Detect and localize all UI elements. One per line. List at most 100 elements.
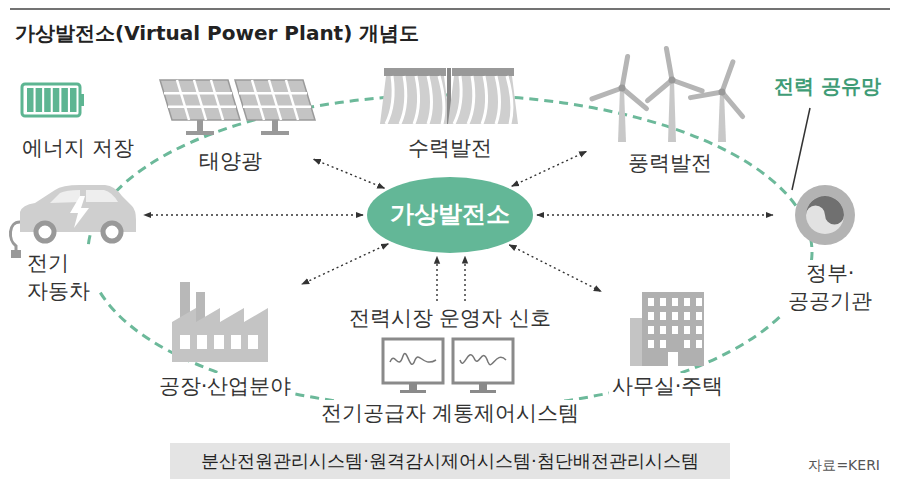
dotted-connector <box>509 245 601 291</box>
node-label: 정부· 공공기관 <box>781 260 879 315</box>
virtual-power-plant-ellipse: 가상발전소 <box>367 177 533 253</box>
dotted-connector <box>144 214 363 215</box>
wind-turbine-icon-part <box>691 92 723 98</box>
government-emblem-part <box>795 185 855 245</box>
building-icon-part <box>696 340 702 348</box>
node-label: 전기 자동차 <box>24 250 99 305</box>
electric-car-node: 전기 자동차 <box>12 180 140 305</box>
battery-icon-part <box>36 88 43 112</box>
battery-icon-part <box>27 88 34 112</box>
dam-icon-part <box>468 76 474 124</box>
electric-car-icon-part <box>10 222 20 252</box>
node-label: 풍력발전 <box>625 150 715 177</box>
wind-turbine-icon-part <box>719 89 726 96</box>
dam-icon-part <box>439 76 444 124</box>
solar-panel-icon-part <box>194 80 206 120</box>
wind-turbine-icon-part <box>592 88 622 99</box>
building-icon-part <box>696 326 702 334</box>
wind-turbine-icon-part <box>622 57 628 89</box>
building-icon-part <box>648 312 654 320</box>
building-icon-part <box>668 352 678 366</box>
solar-panel-icon-part <box>286 80 298 120</box>
building-icon-part <box>648 340 654 348</box>
electric-car-icon <box>10 185 136 258</box>
electric-car-icon-part <box>86 190 118 202</box>
hydro-node: 수력발전 <box>370 62 530 162</box>
solar-panel-icon-part <box>272 119 278 132</box>
wind-turbine-icon-part <box>618 88 626 142</box>
building-icon-part <box>684 298 690 306</box>
node-label: 사무실·주택 <box>609 373 727 400</box>
monitor-icon-part <box>390 354 436 365</box>
building-icon-part <box>660 298 666 306</box>
wind-turbine-icon-part <box>622 88 647 109</box>
wind-turbine-icon-part <box>722 62 733 92</box>
top-rule <box>10 9 890 10</box>
node-label: 전력시장 운영자 신호 <box>346 305 554 332</box>
government-node: 정부· 공공기관 <box>777 180 883 315</box>
electric-car-icon-part <box>36 223 54 241</box>
dotted-connector <box>512 151 587 186</box>
building-icon-part <box>672 326 678 334</box>
system-band: 분산전원관리시스템·원격감시제어시스템·첨단배전관리시스템 <box>170 443 730 479</box>
dam-icon-part <box>448 76 518 124</box>
battery-icon-part <box>80 94 84 106</box>
solar-panel-icon-part <box>197 119 203 132</box>
monitor-icon-part <box>453 339 513 383</box>
building-icon-part <box>630 318 644 366</box>
electric-car-icon-part <box>11 250 21 258</box>
center-label: 가상발전소 <box>387 199 513 230</box>
building-icon-part <box>672 298 678 306</box>
building-icon <box>630 292 704 366</box>
factory-icon-part <box>248 335 258 349</box>
battery-icon-part <box>61 88 68 112</box>
wind-turbine-icon-part <box>668 80 676 142</box>
factory-icon-part <box>214 335 224 349</box>
monitor-icon-part <box>383 339 443 383</box>
building-icon-part <box>642 292 704 366</box>
dotted-connector <box>464 256 465 301</box>
wind-turbine-icon-part <box>619 85 626 92</box>
building-icon-part <box>696 312 702 320</box>
factory-icon-part <box>180 335 190 349</box>
sharing-network-ring <box>88 95 812 409</box>
building-icon-part <box>696 298 702 306</box>
control-system-node: 전력시장 운영자 신호전기공급자 계통제어시스템 <box>314 305 587 427</box>
dam-icon-part <box>384 68 446 76</box>
node-label: 공장·산업분야 <box>156 373 295 400</box>
building-icon-part <box>660 340 666 348</box>
office-home-node: 사무실·주택 <box>605 285 731 400</box>
factory-icon-part <box>197 335 207 349</box>
building-icon-part <box>660 312 666 320</box>
solar-panel-icon-part <box>269 80 281 120</box>
dam-icon-part <box>482 76 487 124</box>
solar-panel-icon-part <box>168 105 236 108</box>
building-icon-part <box>672 312 678 320</box>
dam-icon-part <box>400 76 406 124</box>
dam-icon-part <box>496 76 500 124</box>
dam-icon-part <box>428 76 432 124</box>
battery-icon <box>22 84 84 116</box>
center-ellipse <box>367 177 533 253</box>
solar-panel-icon-part <box>235 80 315 120</box>
government-emblem-part <box>806 196 844 225</box>
wind-turbine-icon-part <box>672 80 702 91</box>
dam-icon-part <box>380 76 450 124</box>
dam-icon-part <box>454 76 461 124</box>
factory-icon <box>172 282 268 362</box>
electric-car-icon-part <box>50 190 80 203</box>
node-label: 에너지 저장 <box>19 135 137 162</box>
wind-turbine-icon-part <box>666 49 672 81</box>
top-rule-part <box>10 8 890 10</box>
dam-icon <box>380 68 518 124</box>
solar-panel-icon-part <box>177 80 189 120</box>
sharing-network-ring-part <box>88 95 812 409</box>
factory-node: 공장·산업분야 <box>152 275 299 400</box>
dam-icon-part <box>386 76 393 124</box>
building-icon-part <box>660 326 666 334</box>
dam-icon-part <box>507 76 512 124</box>
electric-car-icon-part <box>70 196 89 228</box>
battery-icon-part <box>70 88 77 112</box>
solar-panel-icon-part <box>243 105 311 108</box>
